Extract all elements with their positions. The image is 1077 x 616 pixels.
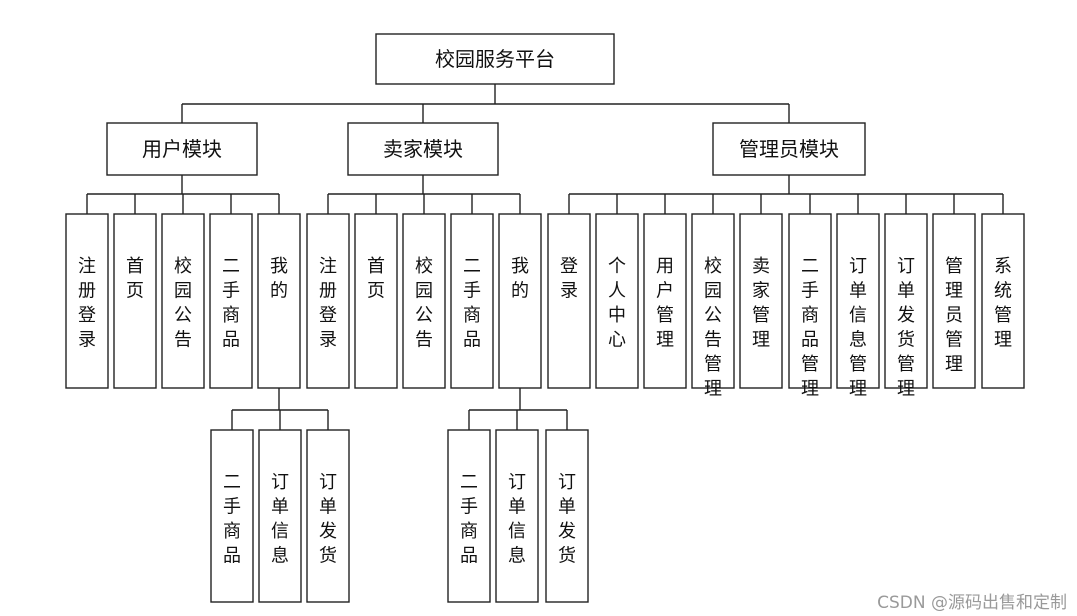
module-box-label: 管理员模块 [739,137,839,161]
sub-leaf-box-frame [306,429,350,603]
sub-leaf-box-frame [258,429,302,603]
leaf-box-frame [402,213,446,389]
leaf-box-frame [691,213,735,389]
leaf-box-label: 校园公告 [415,256,433,351]
connector-lines [86,84,1004,430]
leaf-box: 个人中心 [595,213,639,389]
leaf-box-frame [161,213,205,389]
leaf-box-label: 用户管理 [656,256,674,351]
leaf-box-frame [595,213,639,389]
leaf-box: 用户管理 [643,213,687,389]
leaf-box: 订单信息管理 [836,213,880,400]
leaf-box: 注册登录 [65,213,109,389]
sub-leaf-box-frame [447,429,491,603]
leaf-box-label: 系统管理 [994,256,1012,351]
leaf-box-frame [65,213,109,389]
leaf-box-frame [932,213,976,389]
leaf-box-frame [884,213,928,389]
module-box-frame [712,122,866,176]
module-box-label: 卖家模块 [383,137,463,161]
sub-leaf-box: 订单信息 [495,429,539,603]
root-box-label: 校园服务平台 [435,47,555,71]
leaf-box-frame [113,213,157,389]
sub-leaf-box-frame [545,429,589,603]
leaf-box: 管理员管理 [932,213,976,389]
leaf-box: 校园公告管理 [691,213,735,400]
leaf-box: 二手商品 [450,213,494,389]
leaf-box-label: 校园公告管理 [704,256,722,400]
leaf-box-label: 卖家管理 [752,256,770,351]
leaf-box: 系统管理 [981,213,1025,389]
sub-leaf-box: 订单发货 [545,429,589,603]
sub-leaf-box-frame [210,429,254,603]
leaf-box-frame [836,213,880,389]
leaf-box-frame [498,213,542,389]
module-box-label: 用户模块 [142,137,222,161]
leaf-box-label: 我的 [511,256,529,302]
leaf-box-label: 注册登录 [78,256,96,351]
sub-leaf-box: 订单发货 [306,429,350,603]
leaf-box-label: 管理员管理 [945,256,963,375]
leaf-box: 校园公告 [161,213,205,389]
leaf-box-label: 我的 [270,256,288,302]
leaf-box-frame [450,213,494,389]
leaf-box-frame [981,213,1025,389]
leaf-box: 首页 [113,213,157,389]
leaf-box: 二手商品 [209,213,253,389]
leaf-box: 订单发货管理 [884,213,928,400]
leaf-box-label: 校园公告 [174,256,192,351]
module-box-frame [106,122,258,176]
leaf-box-label: 订单发货管理 [897,256,915,400]
sub-leaf-box-label: 二手商品 [460,472,478,567]
leaf-box-label: 登录 [560,256,578,302]
sub-leaf-box-label: 订单发货 [558,472,576,567]
module-box: 卖家模块 [347,122,499,176]
leaf-box: 注册登录 [306,213,350,389]
sub-leaf-box-frame [495,429,539,603]
leaf-box-label: 首页 [367,256,385,302]
leaf-box: 我的 [257,213,301,389]
leaf-box: 卖家管理 [739,213,783,389]
module-box-frame [347,122,499,176]
leaf-box-label: 二手商品管理 [801,256,819,400]
sub-leaf-box: 订单信息 [258,429,302,603]
sub-leaf-box: 二手商品 [447,429,491,603]
leaf-box-label: 首页 [126,256,144,302]
leaf-box-label: 个人中心 [608,256,626,351]
leaf-box: 我的 [498,213,542,389]
leaf-box: 二手商品管理 [788,213,832,400]
leaf-box-label: 二手商品 [222,256,240,351]
leaf-box-frame [257,213,301,389]
leaf-box-frame [306,213,350,389]
leaf-box-frame [354,213,398,389]
module-box: 管理员模块 [712,122,866,176]
sub-leaf-box: 二手商品 [210,429,254,603]
watermark-text: CSDN @源码出售和定制 [877,593,1067,613]
root-box: 校园服务平台 [375,33,615,85]
diagram-boxes: 校园服务平台用户模块卖家模块管理员模块注册登录首页校园公告二手商品我的注册登录首… [65,33,1025,603]
leaf-box-frame [643,213,687,389]
leaf-box: 首页 [354,213,398,389]
leaf-box-frame [739,213,783,389]
sub-leaf-box-label: 订单信息 [271,472,289,567]
root-box-frame [375,33,615,85]
leaf-box-label: 订单信息管理 [849,256,867,400]
leaf-box-label: 二手商品 [463,256,481,351]
leaf-box: 登录 [547,213,591,389]
leaf-box-frame [209,213,253,389]
sub-leaf-box-label: 订单发货 [319,472,337,567]
sub-leaf-box-label: 订单信息 [508,472,526,567]
module-box: 用户模块 [106,122,258,176]
leaf-box: 校园公告 [402,213,446,389]
leaf-box-frame [547,213,591,389]
sub-leaf-box-label: 二手商品 [223,472,241,567]
leaf-box-label: 注册登录 [319,256,337,351]
leaf-box-frame [788,213,832,389]
